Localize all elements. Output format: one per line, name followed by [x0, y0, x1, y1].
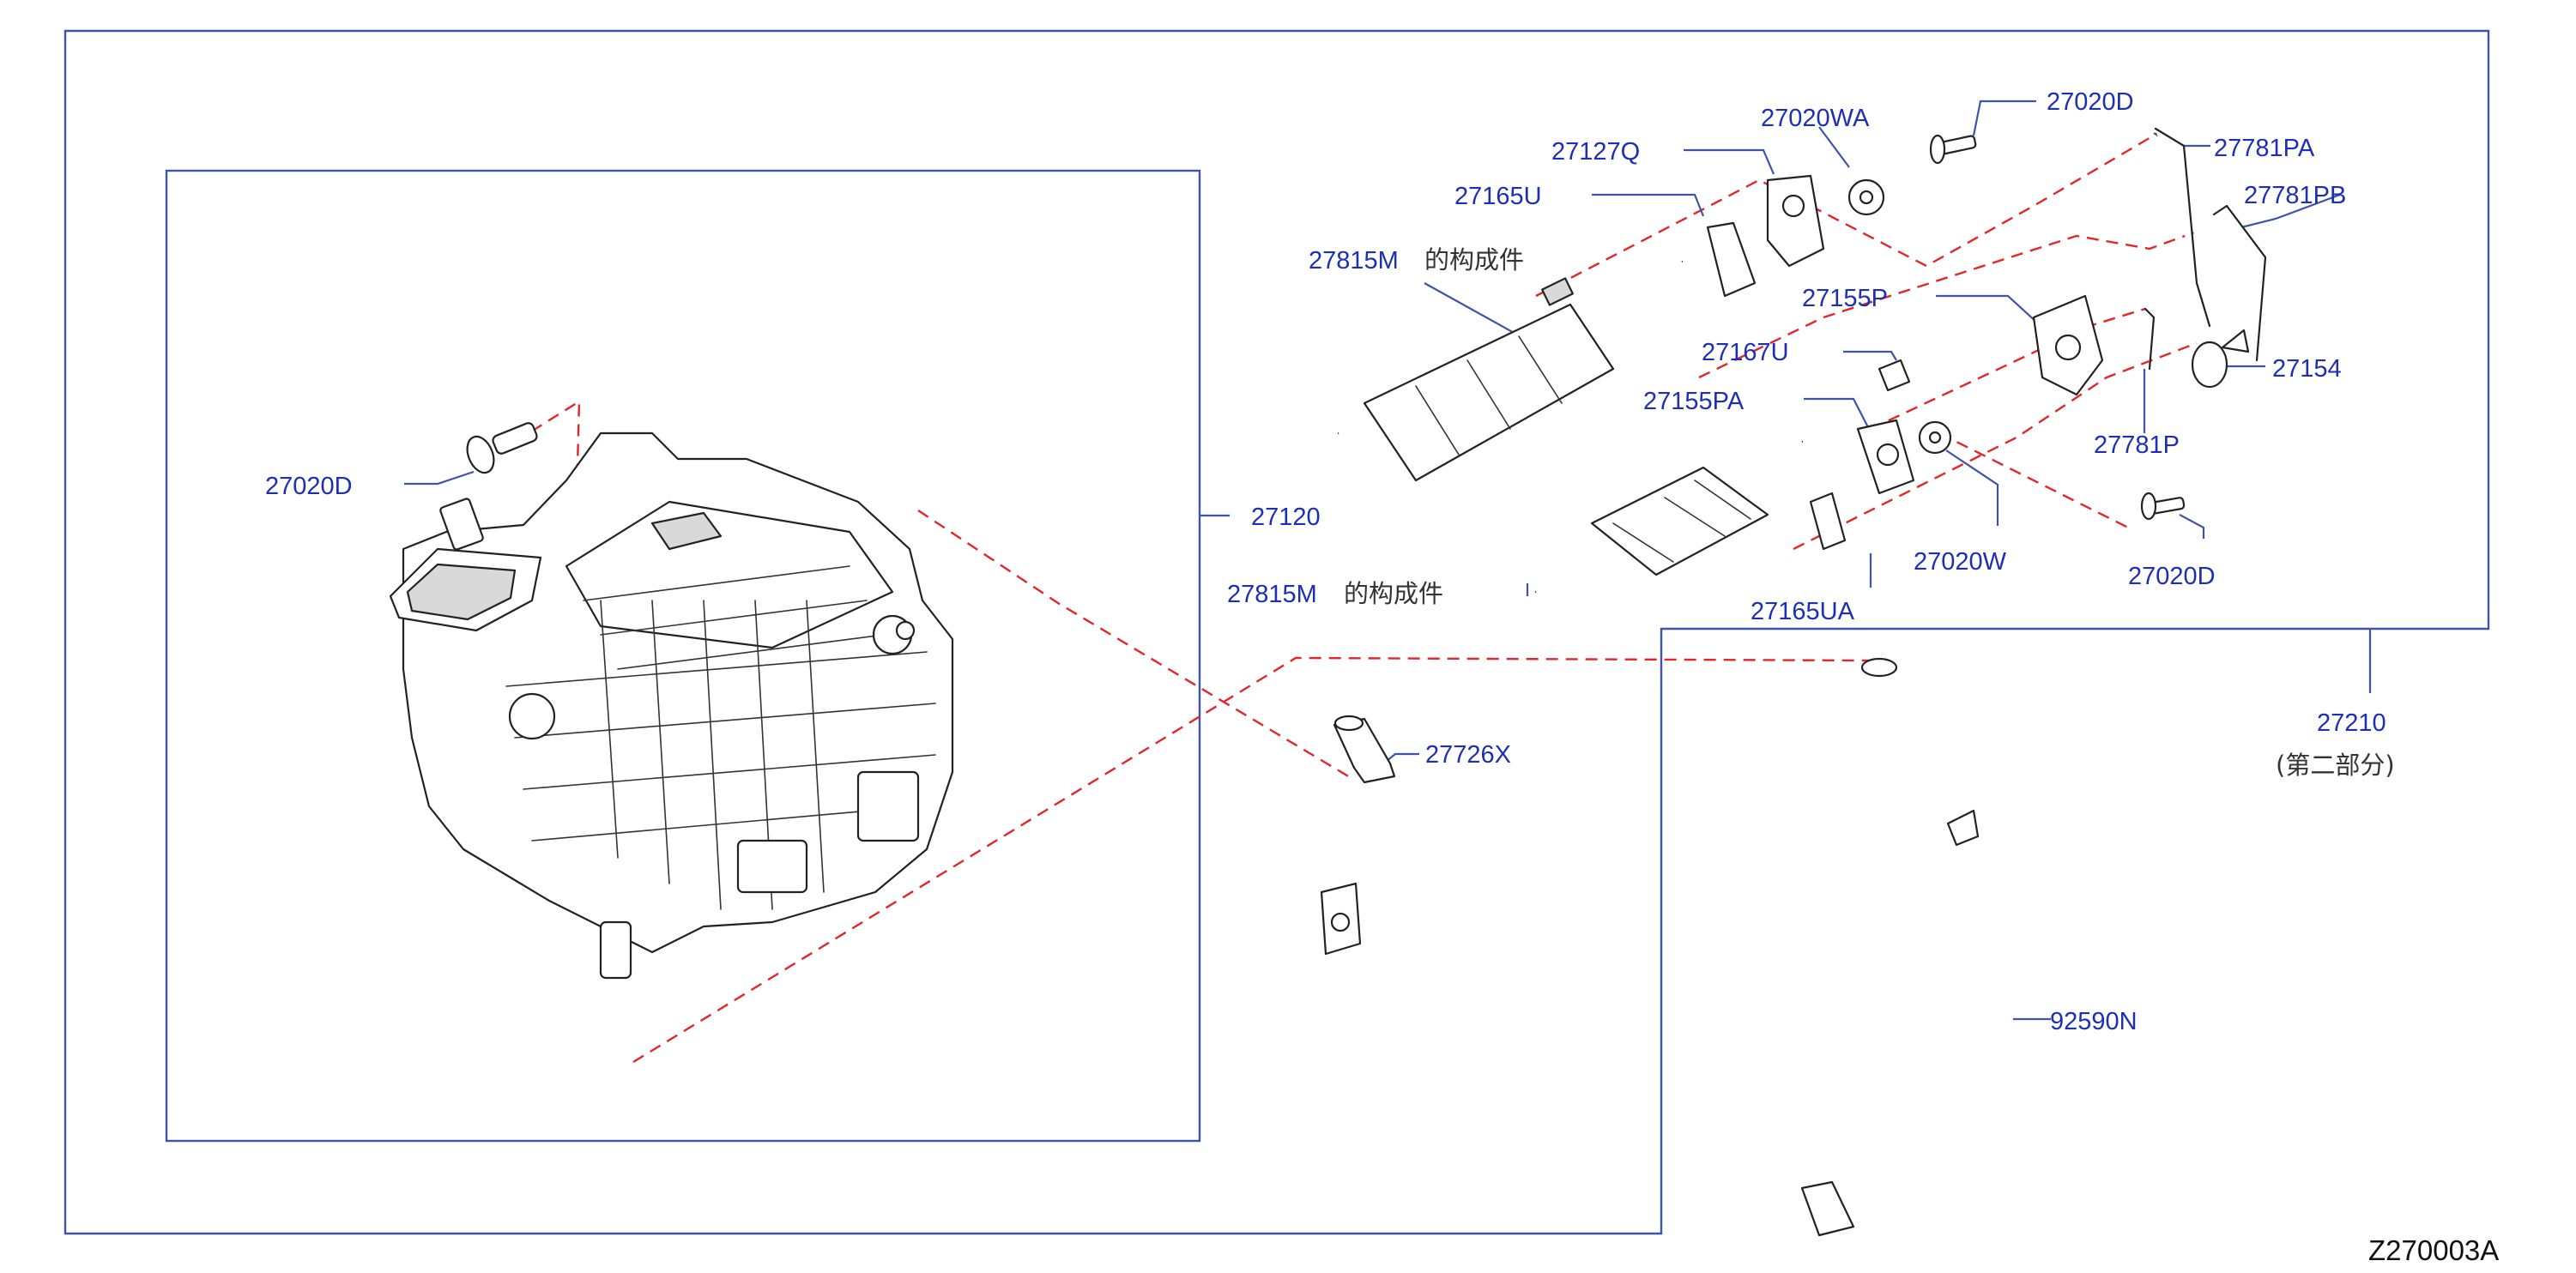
- label-27815M-lower: 27815M: [1227, 581, 1317, 608]
- gear-27020W: [1918, 420, 1952, 455]
- label-27020W: 27020W: [1914, 548, 2007, 576]
- label-27155P: 27155P: [1802, 285, 1888, 312]
- drain-hose-92590N: [1800, 657, 2013, 1237]
- label-27726X: 27726X: [1425, 741, 1511, 769]
- label-27155PA: 27155PA: [1643, 388, 1745, 415]
- link-27781P: [2144, 307, 2156, 371]
- label-27781PA: 27781PA: [2214, 135, 2315, 162]
- label-27020D-top: 27020D: [2047, 88, 2134, 116]
- diagram-code: Z270003A: [2368, 1234, 2499, 1266]
- label-27210: 27210: [2317, 709, 2386, 737]
- lever-27165UA: [1809, 492, 1847, 551]
- rod-27781PA: [2154, 127, 2211, 328]
- label-27020D-right: 27020D: [2128, 563, 2216, 590]
- leader-lines: [404, 100, 2372, 1021]
- label-27127Q: 27127Q: [1551, 138, 1640, 166]
- actuator-27127Q: [1766, 174, 1825, 268]
- label-27781P: 27781P: [2094, 431, 2180, 459]
- rod-27781PB: [2212, 204, 2267, 362]
- assembly-dashed-lines: [514, 131, 2198, 1064]
- lever-27154: [2191, 329, 2250, 389]
- note-component-of-lower: 的构成件: [1344, 579, 1443, 608]
- heater-unit-assembly: [389, 431, 954, 980]
- unit-frame-27120: [165, 169, 1201, 1143]
- note-part-two: (第二部分): [2276, 751, 2395, 780]
- part-labels: 27020D 27120 27815M 27815M 27165U 27127Q…: [265, 88, 2386, 1035]
- bolt-27020D-left: [466, 422, 538, 474]
- link-27155PA: [1856, 419, 1915, 495]
- clip-bracket: [1320, 882, 1362, 956]
- label-27154: 27154: [2272, 355, 2342, 383]
- clip-27167U: [1878, 359, 1911, 392]
- lever-27165U: [1706, 221, 1757, 298]
- link-27155P: [2032, 294, 2104, 396]
- bolt-27020D-right: [2140, 492, 2186, 521]
- label-27781PB: 27781PB: [2244, 182, 2346, 209]
- notes: 的构成件 的构成件 (第二部分): [1344, 245, 2395, 780]
- upper-door-27815M: [1336, 257, 1684, 482]
- label-27815M-upper: 27815M: [1309, 247, 1399, 275]
- label-27020D-left: 27020D: [265, 473, 353, 500]
- bolt-27020D-top: [1929, 134, 1977, 165]
- lower-door-27815M: [1534, 438, 1804, 595]
- outer-frame: [63, 29, 2490, 1235]
- label-92590N: 92590N: [2050, 1008, 2138, 1035]
- sensor-27726X: [1333, 715, 1396, 784]
- label-27165U: 27165U: [1454, 183, 1542, 210]
- label-27167U: 27167U: [1702, 339, 1789, 366]
- label-27120: 27120: [1251, 504, 1321, 531]
- label-27020WA: 27020WA: [1761, 105, 1870, 132]
- label-27165UA: 27165UA: [1751, 598, 1855, 625]
- gear-27020WA: [1847, 178, 1885, 216]
- note-component-of-upper: 的构成件: [1424, 245, 1524, 275]
